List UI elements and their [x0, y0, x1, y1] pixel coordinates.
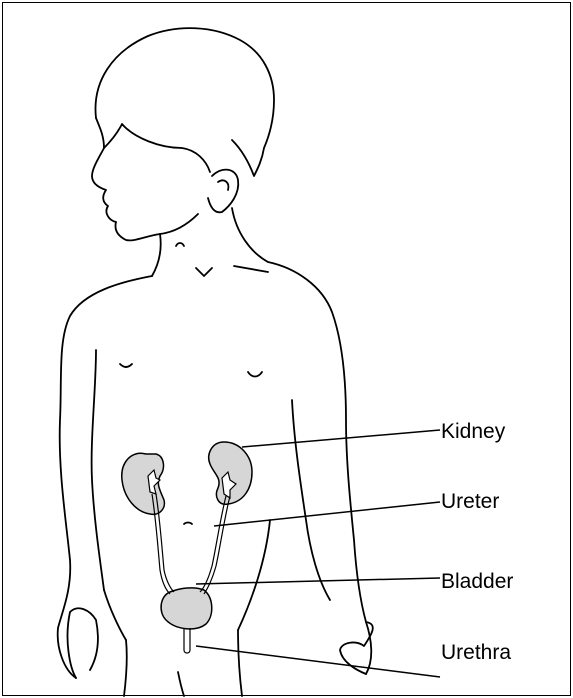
- bladder-label: Bladder: [441, 571, 513, 592]
- hair-outline: [95, 28, 274, 176]
- right-ureter-a: [200, 496, 226, 592]
- urethra-tube: [184, 628, 190, 653]
- right-shoulder: [268, 262, 371, 674]
- ear: [208, 170, 238, 213]
- urethra-label: Urethra: [441, 642, 511, 663]
- kidney-leader: [242, 430, 440, 447]
- collar-right: [234, 266, 268, 272]
- ureter-leader: [214, 502, 440, 526]
- neck-back: [232, 208, 268, 262]
- torso-left-side: [104, 590, 126, 640]
- neck-dimple: [176, 243, 184, 246]
- nipple-left: [120, 364, 132, 367]
- collar-left: [196, 268, 212, 276]
- right-inner-arm: [292, 400, 330, 600]
- urethra-leader: [196, 646, 440, 677]
- nipple-right: [248, 372, 262, 377]
- kidney-label: Kidney: [441, 421, 505, 442]
- crotch: [178, 672, 184, 696]
- hairline: [104, 124, 210, 172]
- navel: [184, 523, 192, 525]
- torso-right-side: [238, 520, 270, 630]
- leg-right: [238, 630, 242, 696]
- left-hand: [68, 608, 98, 678]
- leg-left: [124, 640, 127, 696]
- ear-inner: [218, 180, 228, 190]
- bladder-leader: [196, 578, 440, 584]
- left-inner-arm: [92, 350, 104, 590]
- neck-front: [152, 234, 161, 276]
- ureter-label: Ureter: [441, 491, 499, 512]
- face-outline: [92, 118, 198, 240]
